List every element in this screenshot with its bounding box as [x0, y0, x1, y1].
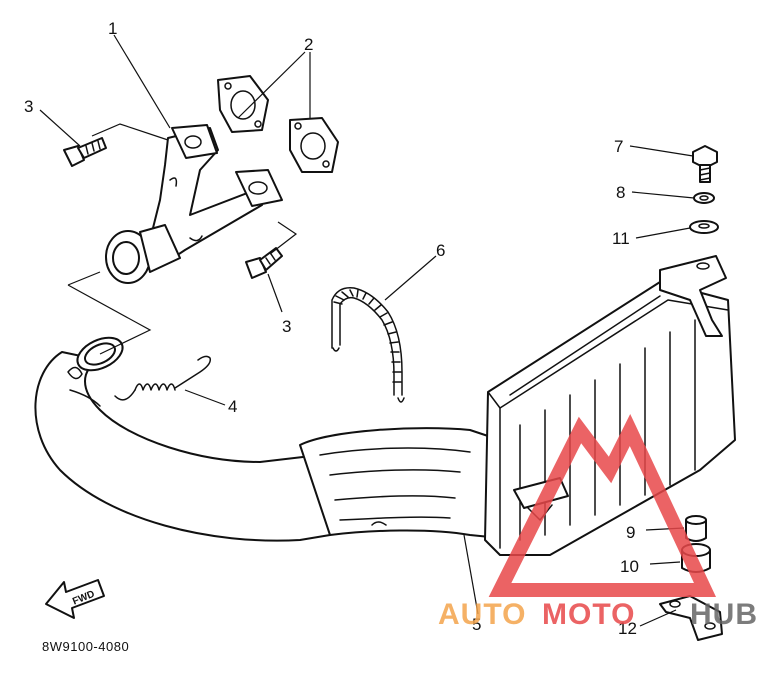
- muffler: [484, 255, 736, 556]
- watermark-text-hub: HUB: [690, 598, 758, 631]
- gasket-upper: [217, 75, 269, 133]
- part-code: 8W9100-4080: [42, 639, 129, 654]
- callout-4: 4: [228, 397, 237, 416]
- callout-12: 12: [618, 619, 637, 638]
- callout-10: 10: [620, 557, 639, 576]
- watermark-logo: AUTO MOTO HUB: [438, 413, 758, 631]
- spring: [114, 355, 212, 401]
- gasket-lower: [289, 117, 339, 173]
- bolt-lower: [245, 247, 283, 279]
- callout-3-lower: 3: [282, 317, 291, 336]
- watermark-text-auto: AUTO: [438, 598, 526, 631]
- washer-large: [689, 220, 719, 234]
- callout-1: 1: [108, 19, 117, 38]
- exhaust-pipe: [34, 336, 331, 542]
- watermark-text-moto: MOTO: [542, 598, 635, 631]
- callout-6: 6: [436, 241, 445, 260]
- callout-numbers: 1 2 3 3 4 5 6 7 8 11 9 10 12: [24, 19, 639, 638]
- washer-small: [693, 192, 715, 204]
- callout-9: 9: [626, 523, 635, 542]
- callout-2: 2: [304, 35, 313, 54]
- bolt-muffler: [692, 145, 718, 183]
- callout-11: 11: [612, 229, 630, 248]
- mid-pipe: [299, 427, 531, 541]
- callout-8: 8: [616, 183, 625, 202]
- hose: [331, 287, 405, 403]
- collar: [685, 515, 707, 542]
- callout-3-upper: 3: [24, 97, 33, 116]
- callout-5: 5: [472, 615, 481, 634]
- fwd-arrow: FWD: [45, 579, 105, 619]
- callout-7: 7: [614, 137, 623, 156]
- bolt-upper: [63, 137, 107, 167]
- exhaust-manifold: [105, 124, 283, 284]
